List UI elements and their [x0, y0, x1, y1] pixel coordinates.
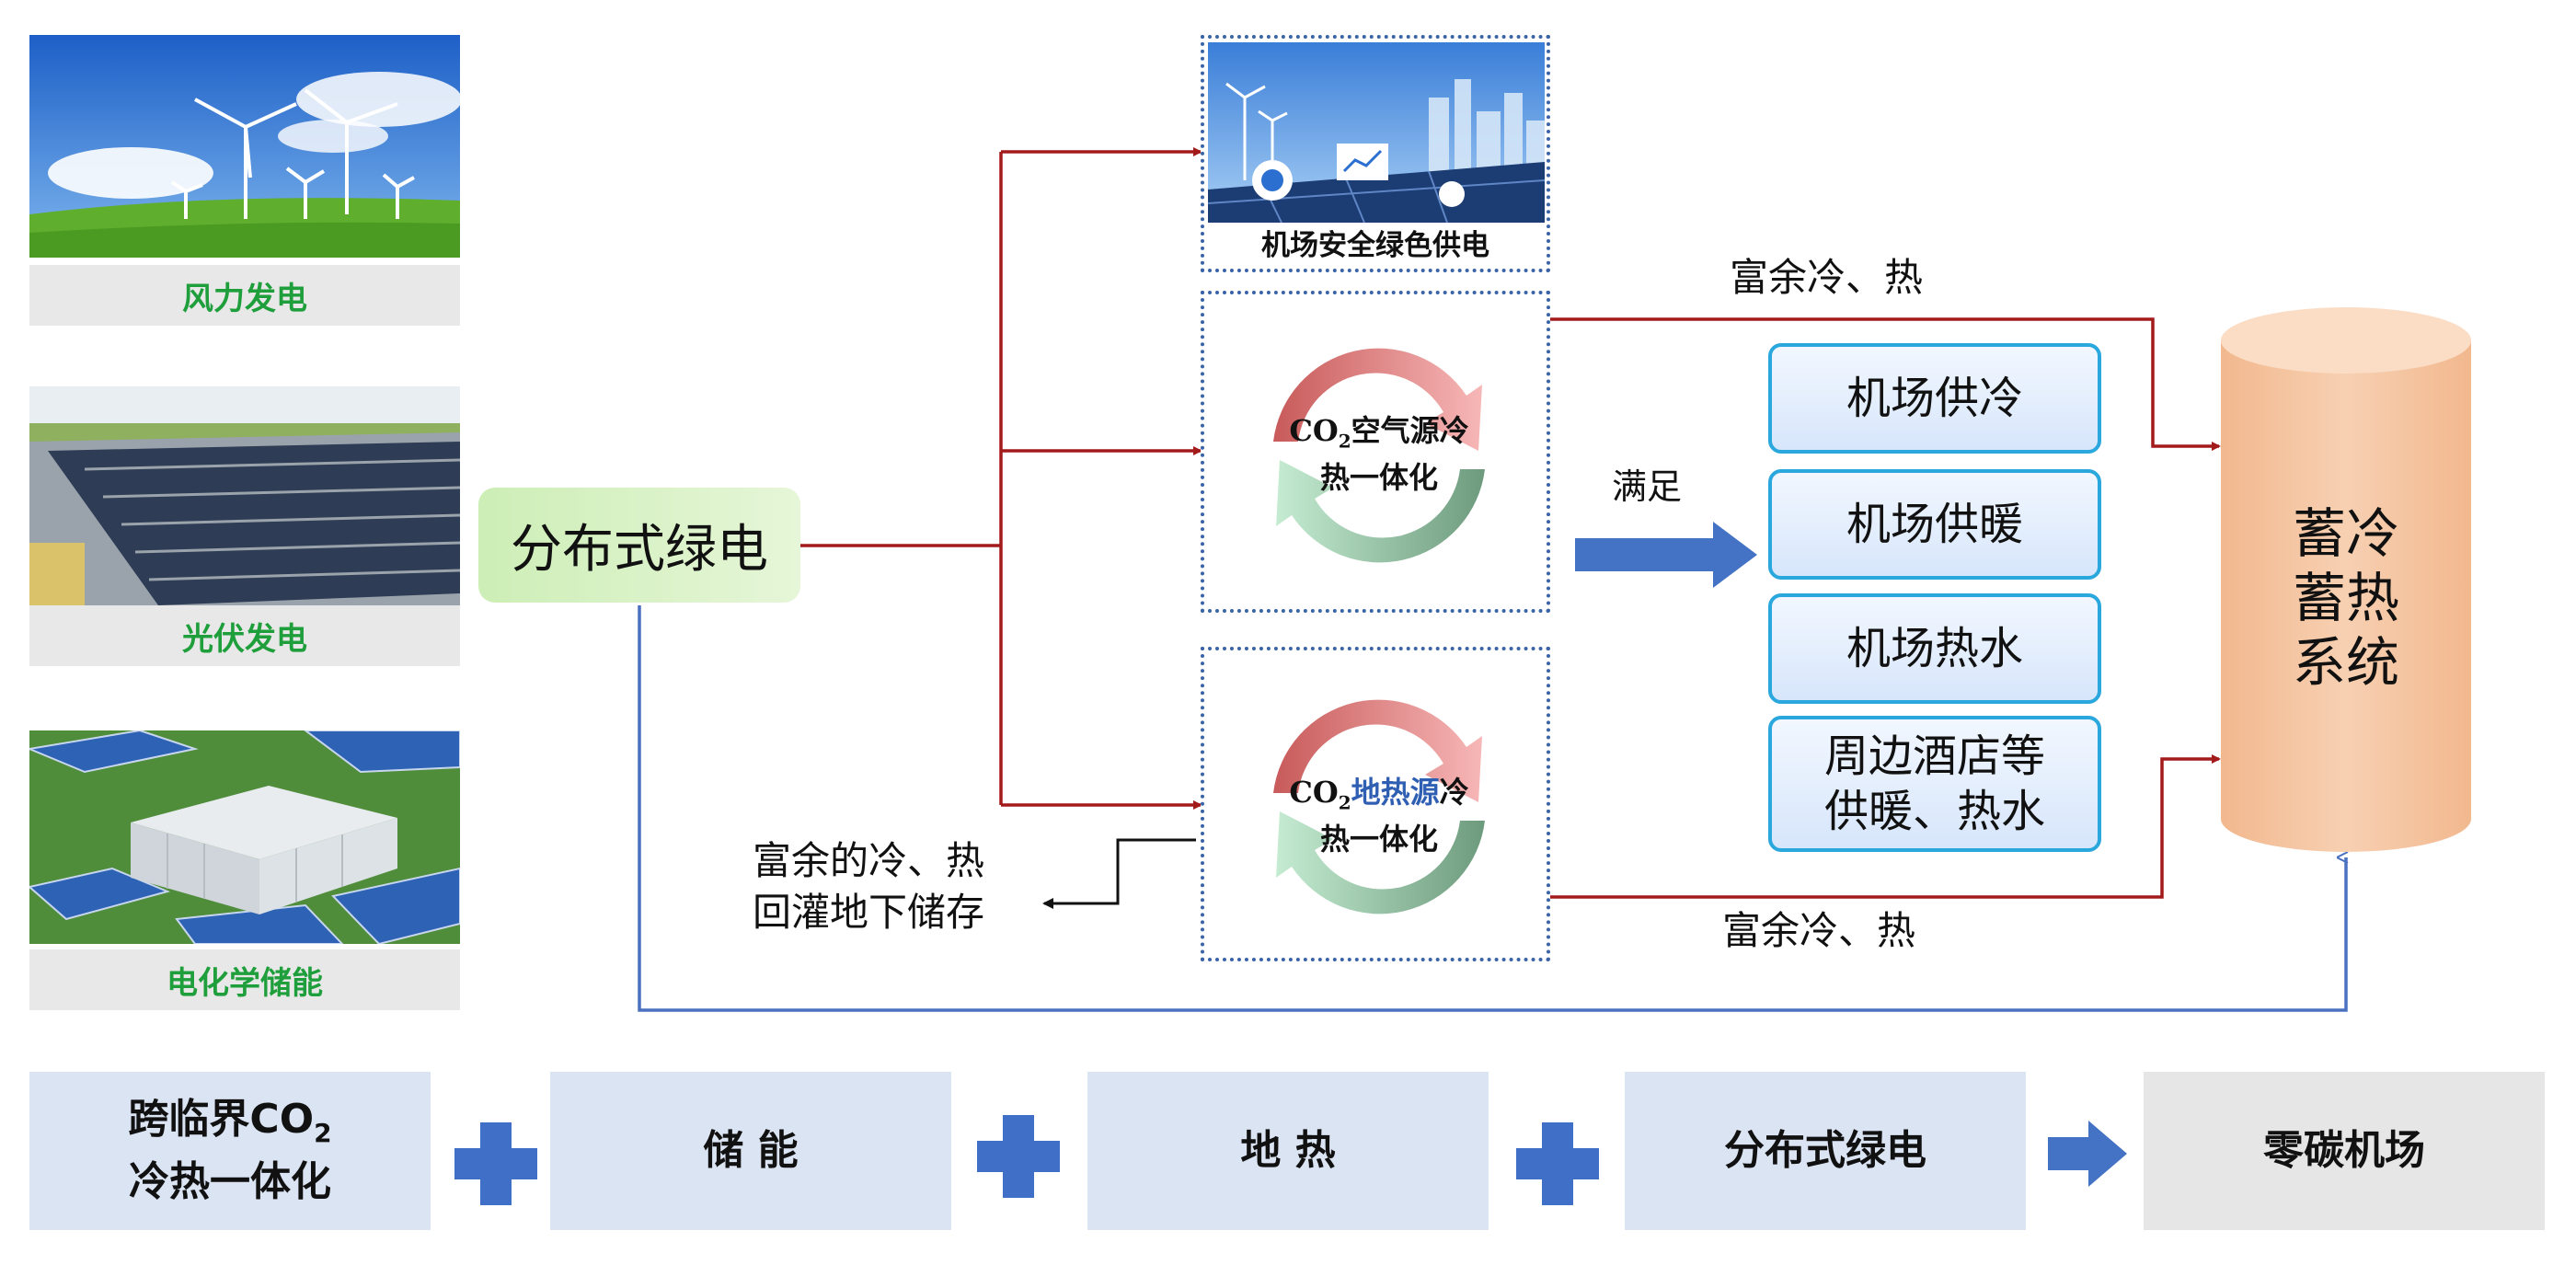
airport-heating-box: 机场供暖 — [1768, 469, 2101, 580]
co2-geothermal-line1: CO2地热源冷 — [1241, 774, 1517, 821]
storage-line1: 蓄冷 — [2292, 502, 2399, 565]
airport-hot-water-box: 机场热水 — [1768, 593, 2101, 704]
bottom-item-co2-line1: 跨临界CO2 — [128, 1095, 331, 1158]
co2-text: CO — [1289, 775, 1339, 810]
battery-storage-photo — [29, 730, 460, 944]
co2-subscript: 2 — [1338, 430, 1351, 453]
bottom-item-green-power: 分布式绿电 — [1625, 1072, 2026, 1230]
co2-air-source-box: CO2空气源冷 热一体化 — [1201, 291, 1550, 613]
bottom-item-geothermal: 地 热 — [1087, 1072, 1489, 1230]
cycle-arrows-icon — [1273, 348, 1485, 563]
co2-subscript: 2 — [314, 1117, 332, 1148]
hotel-heating-box: 周边酒店等 供暖、热水 — [1768, 716, 2101, 852]
airport-green-power-caption: 机场安全绿色供电 — [1261, 229, 1489, 262]
wind-power-photo — [29, 35, 460, 258]
airport-cooling-box: 机场供冷 — [1768, 343, 2101, 454]
distributed-green-power-node: 分布式绿电 — [478, 488, 800, 603]
smart-city-illustration — [1208, 42, 1545, 223]
surplus-bottom-label: 富余冷、热 — [1722, 908, 1916, 953]
co2-air-source-label: CO2空气源冷 热一体化 — [1241, 412, 1517, 496]
co2-air-source-line2: 热一体化 — [1319, 460, 1438, 496]
co2-geothermal-line2: 热一体化 — [1319, 822, 1438, 857]
co2-text: CO — [1289, 413, 1339, 448]
plus-icon — [977, 1115, 1060, 1198]
plus-icon — [1516, 1122, 1599, 1205]
cold-text: 冷 — [1439, 775, 1469, 810]
co2-air-source-line1: CO2空气源冷 — [1241, 412, 1517, 459]
bottom-item-co2-line2: 冷热一体化 — [129, 1158, 331, 1206]
cycle-arrows-icon — [1273, 699, 1485, 914]
geothermal-highlight-text: 地热源 — [1351, 775, 1440, 810]
bottom-item-co2: 跨临界CO2 冷热一体化 — [29, 1072, 431, 1230]
air-source-text: 空气源冷 — [1351, 413, 1469, 448]
bottom-item-zero-carbon-airport: 零碳机场 — [2144, 1072, 2545, 1230]
satisfy-label: 满足 — [1612, 466, 1683, 507]
bottom-item-storage: 储 能 — [550, 1072, 951, 1230]
storage-line2: 蓄热 — [2292, 567, 2399, 629]
battery-storage-caption: 电化学储能 — [29, 949, 460, 1010]
storage-system-label: 蓄冷 蓄热 系统 — [2222, 501, 2470, 695]
co2-text: 跨临界CO — [128, 1095, 315, 1143]
reinject-line2: 回灌地下储存 — [753, 890, 985, 935]
satisfy-arrow-icon — [1575, 522, 1757, 588]
reinject-label: 富余的冷、热 回灌地下储存 — [753, 835, 984, 938]
result-arrow-icon — [2048, 1121, 2127, 1187]
reinject-line1: 富余的冷、热 — [753, 838, 985, 883]
co2-subscript: 2 — [1338, 791, 1351, 814]
co2-geothermal-source-label: CO2地热源冷 热一体化 — [1241, 774, 1517, 857]
surplus-top-label: 富余冷、热 — [1730, 255, 1924, 300]
plus-icon — [454, 1122, 537, 1205]
co2-geothermal-source-box: CO2地热源冷 热一体化 — [1201, 647, 1550, 961]
solar-power-caption: 光伏发电 — [29, 605, 460, 666]
airport-green-power-box: 机场安全绿色供电 — [1201, 35, 1550, 272]
wind-power-caption: 风力发电 — [29, 265, 460, 326]
solar-power-photo — [29, 386, 460, 605]
storage-line3: 系统 — [2292, 631, 2399, 694]
storage-cylinder — [2221, 307, 2471, 852]
